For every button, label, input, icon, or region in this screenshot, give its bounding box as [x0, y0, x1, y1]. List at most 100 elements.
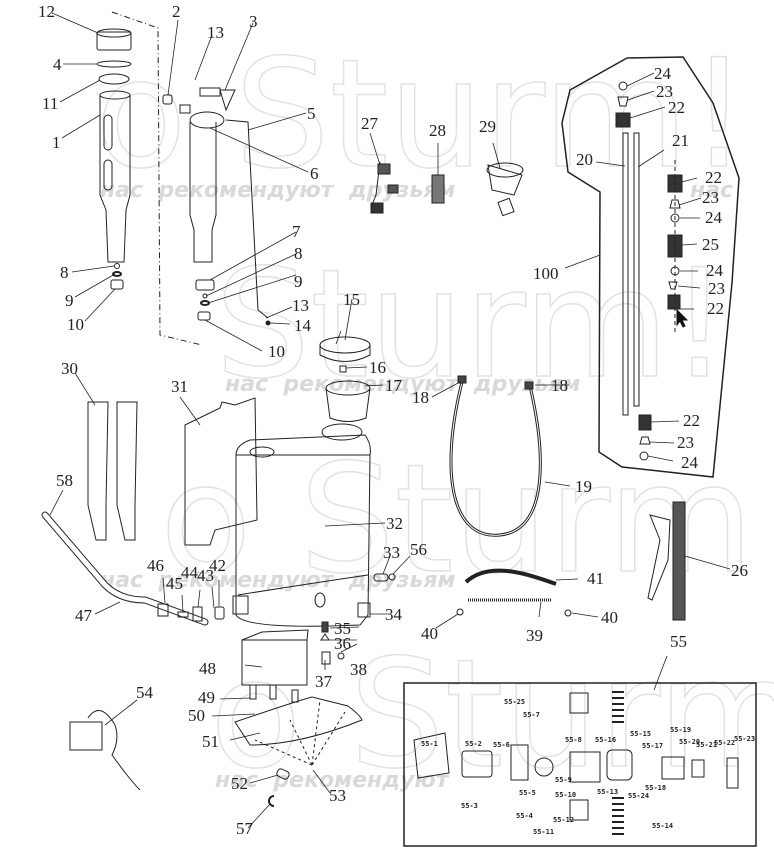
part-34-bracket: [357, 602, 371, 618]
part-18-clamp: [457, 375, 467, 384]
watermark-word: нас: [215, 768, 259, 793]
part-19-hose: [449, 381, 542, 537]
callout-57: 57: [236, 819, 253, 838]
part-22-nut: [667, 294, 681, 310]
watermark-word: рекомендуют: [273, 768, 449, 793]
callout-100: 100: [533, 264, 559, 283]
callout-8: 8: [60, 263, 69, 282]
callout-24: 24: [681, 453, 698, 472]
callout-7: 7: [292, 222, 301, 241]
callout-52: 52: [231, 774, 248, 793]
pump-part-55-12-valve-plate: [569, 799, 589, 821]
callout-23: 23: [702, 188, 719, 207]
part-21-lance-tube: [633, 132, 640, 407]
watermark-slogan: нас рекомендуют: [215, 768, 449, 793]
part-30-shoulder-straps: [87, 401, 138, 541]
pump-part-55-15-gasket: [606, 749, 633, 781]
callout-12: 12: [38, 2, 55, 21]
pump-part-55-21-switch: [691, 759, 705, 778]
pump-label-55-10: 55-10: [555, 791, 577, 799]
part-6-pump-chamber: [179, 104, 225, 263]
pump-part-55-1-housing: [413, 732, 450, 779]
callout-29: 29: [479, 117, 496, 136]
part-7-ring: [195, 279, 215, 291]
callout-41: 41: [587, 569, 604, 588]
part-32-tank: [232, 423, 371, 627]
part-15-lid: [319, 336, 371, 362]
callout-5: 5: [307, 104, 316, 123]
mouse-cursor: [676, 308, 689, 328]
part-51-spray-shield: [234, 696, 363, 746]
pump-label-55-24: 55-24: [628, 792, 650, 800]
callout-49: 49: [198, 688, 215, 707]
callout-46: 46: [147, 556, 164, 575]
callout-58: 58: [56, 471, 73, 490]
part-14-pin: [265, 320, 271, 326]
callout-16: 16: [369, 358, 386, 377]
part-24-washer: [670, 213, 680, 223]
part-33-fitting: [373, 573, 389, 582]
callout-34: 34: [385, 605, 402, 624]
callout-17: 17: [385, 376, 402, 395]
pump-label-55-8: 55-8: [565, 736, 582, 744]
callout-48: 48: [199, 659, 216, 678]
part-18-clamp: [524, 381, 534, 390]
part-28-connector: [431, 174, 445, 204]
pump-label-55-6: 55-6: [493, 741, 510, 749]
callout-26: 26: [731, 561, 748, 580]
part-52-sleeve: [276, 768, 290, 780]
callout-2: 2: [172, 2, 181, 21]
callout-23: 23: [656, 82, 673, 101]
watermark-word: друзьям: [348, 568, 456, 593]
part-29-strainer: [486, 162, 524, 217]
part-37-elbow: [321, 651, 331, 665]
assembly-guide-line: [111, 11, 203, 346]
callout-22: 22: [707, 299, 724, 318]
part-22-nut: [638, 414, 652, 431]
pump-part-55-23-cover: [726, 757, 739, 789]
part-20-lance-tube: [622, 132, 629, 416]
pump-label-55-15: 55-15: [630, 730, 652, 738]
callout-25: 25: [702, 235, 719, 254]
watermark-slogan: нас рекомендуют друзьям: [100, 568, 456, 593]
part-10-valve: [110, 279, 124, 290]
pump-label-55-13: 55-13: [597, 788, 619, 796]
pump-label-55-16: 55-16: [595, 736, 617, 744]
part-44-block: [192, 606, 203, 622]
callout-11: 11: [42, 94, 59, 113]
callout-42: 42: [209, 556, 226, 575]
callout-15: 15: [343, 290, 360, 309]
part-56-nut: [388, 573, 396, 581]
callout-44: 44: [181, 563, 198, 582]
callout-18: 18: [412, 388, 429, 407]
part-38-nut: [337, 652, 345, 660]
part-5-rod: [225, 119, 269, 319]
callout-47: 47: [75, 606, 92, 625]
part-41-tube: [464, 568, 557, 586]
pump-label-55-17: 55-17: [642, 742, 664, 750]
pump-label-55-4: 55-4: [516, 812, 533, 820]
callout-36: 36: [334, 634, 351, 653]
part-26-trigger-handle: [647, 501, 686, 621]
pump-inset-frame: [403, 682, 757, 847]
callout-13: 13: [292, 296, 309, 315]
pump-label-55-1: 55-1: [421, 740, 438, 748]
callout-1: 1: [52, 133, 61, 152]
callout-38: 38: [350, 660, 367, 679]
part-8-ball: [202, 293, 208, 299]
part-42-clip: [214, 606, 225, 620]
callout-14: 14: [294, 316, 311, 335]
pump-label-55-22: 55-22: [714, 739, 736, 747]
part-46-knob: [157, 603, 169, 617]
part-100-lance-assembly-outline: [561, 56, 740, 478]
pump-label-55-5: 55-5: [519, 789, 536, 797]
part-9-seal: [200, 300, 210, 306]
pump-inset-parts: [413, 691, 739, 835]
callout-23: 23: [708, 279, 725, 298]
part-23-cone: [668, 281, 678, 290]
callout-50: 50: [188, 706, 205, 725]
watermark-word: рекомендуют: [158, 568, 334, 593]
part-16-insert: [339, 365, 347, 373]
callout-22: 22: [668, 98, 685, 117]
callout-6: 6: [310, 164, 319, 183]
